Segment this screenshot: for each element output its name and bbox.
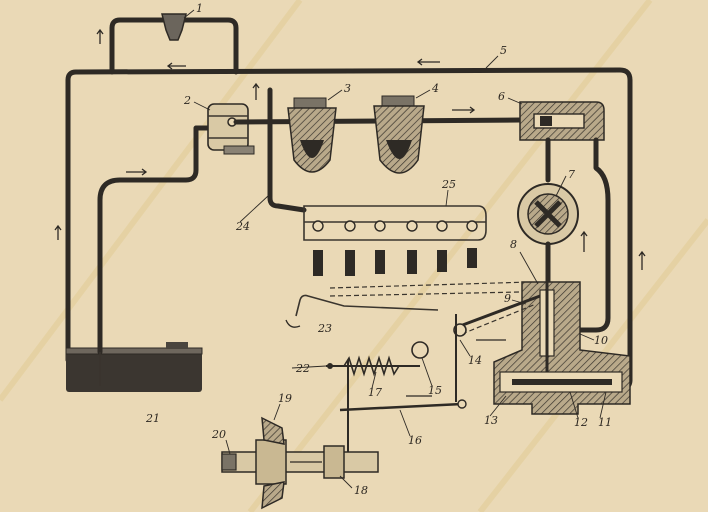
spring-17 xyxy=(326,341,429,377)
label-24: 24 xyxy=(235,220,250,233)
injector-rail-25 xyxy=(303,205,487,241)
fuel-filter-3 xyxy=(287,97,337,173)
label-14: 14 xyxy=(468,354,482,367)
label-2: 2 xyxy=(183,94,191,107)
leader-lines xyxy=(183,9,607,489)
label-3: 3 xyxy=(344,82,351,95)
label-18: 18 xyxy=(354,484,368,497)
label-22: 22 xyxy=(295,362,310,375)
label-11: 11 xyxy=(598,416,612,429)
filler-neck-1 xyxy=(161,13,187,41)
injectors xyxy=(312,220,478,276)
part-labels: 1 2 3 4 5 6 7 8 9 10 11 12 13 14 15 16 1… xyxy=(145,2,612,497)
injector xyxy=(344,220,356,276)
supply-line xyxy=(97,125,215,386)
label-19: 19 xyxy=(278,392,292,405)
label-25: 25 xyxy=(441,178,456,191)
label-1: 1 xyxy=(196,2,203,15)
label-12: 12 xyxy=(574,416,588,429)
label-13: 13 xyxy=(484,414,498,427)
rod-14 xyxy=(455,314,506,402)
pedal-linkage-23 xyxy=(285,294,439,328)
injector xyxy=(466,220,478,268)
injector xyxy=(436,220,448,272)
regulator-8 xyxy=(493,281,631,415)
fuel-filter-4 xyxy=(373,95,425,174)
label-6: 6 xyxy=(498,90,505,103)
injector xyxy=(312,220,324,276)
overflow-line xyxy=(571,137,611,333)
label-20: 20 xyxy=(211,428,226,441)
governor-18 xyxy=(221,416,379,510)
label-5: 5 xyxy=(500,44,507,57)
label-8: 8 xyxy=(510,238,517,251)
fuel-tank-21 xyxy=(65,342,203,392)
feed-pump-2 xyxy=(207,103,255,155)
shaft-20 xyxy=(221,453,237,471)
pump-6 xyxy=(519,101,605,141)
label-21: 21 xyxy=(145,412,160,425)
control-dashed-lines xyxy=(329,281,531,297)
label-10: 10 xyxy=(594,334,608,347)
injector xyxy=(406,220,418,274)
flow-arrows xyxy=(54,28,646,270)
injector xyxy=(374,220,386,274)
label-15: 15 xyxy=(428,384,442,397)
label-9: 9 xyxy=(504,292,511,305)
label-16: 16 xyxy=(408,434,422,447)
distributor-7 xyxy=(517,183,579,289)
label-17: 17 xyxy=(368,386,382,399)
label-23: 23 xyxy=(317,322,332,335)
label-4: 4 xyxy=(431,82,439,95)
label-7: 7 xyxy=(568,168,575,181)
